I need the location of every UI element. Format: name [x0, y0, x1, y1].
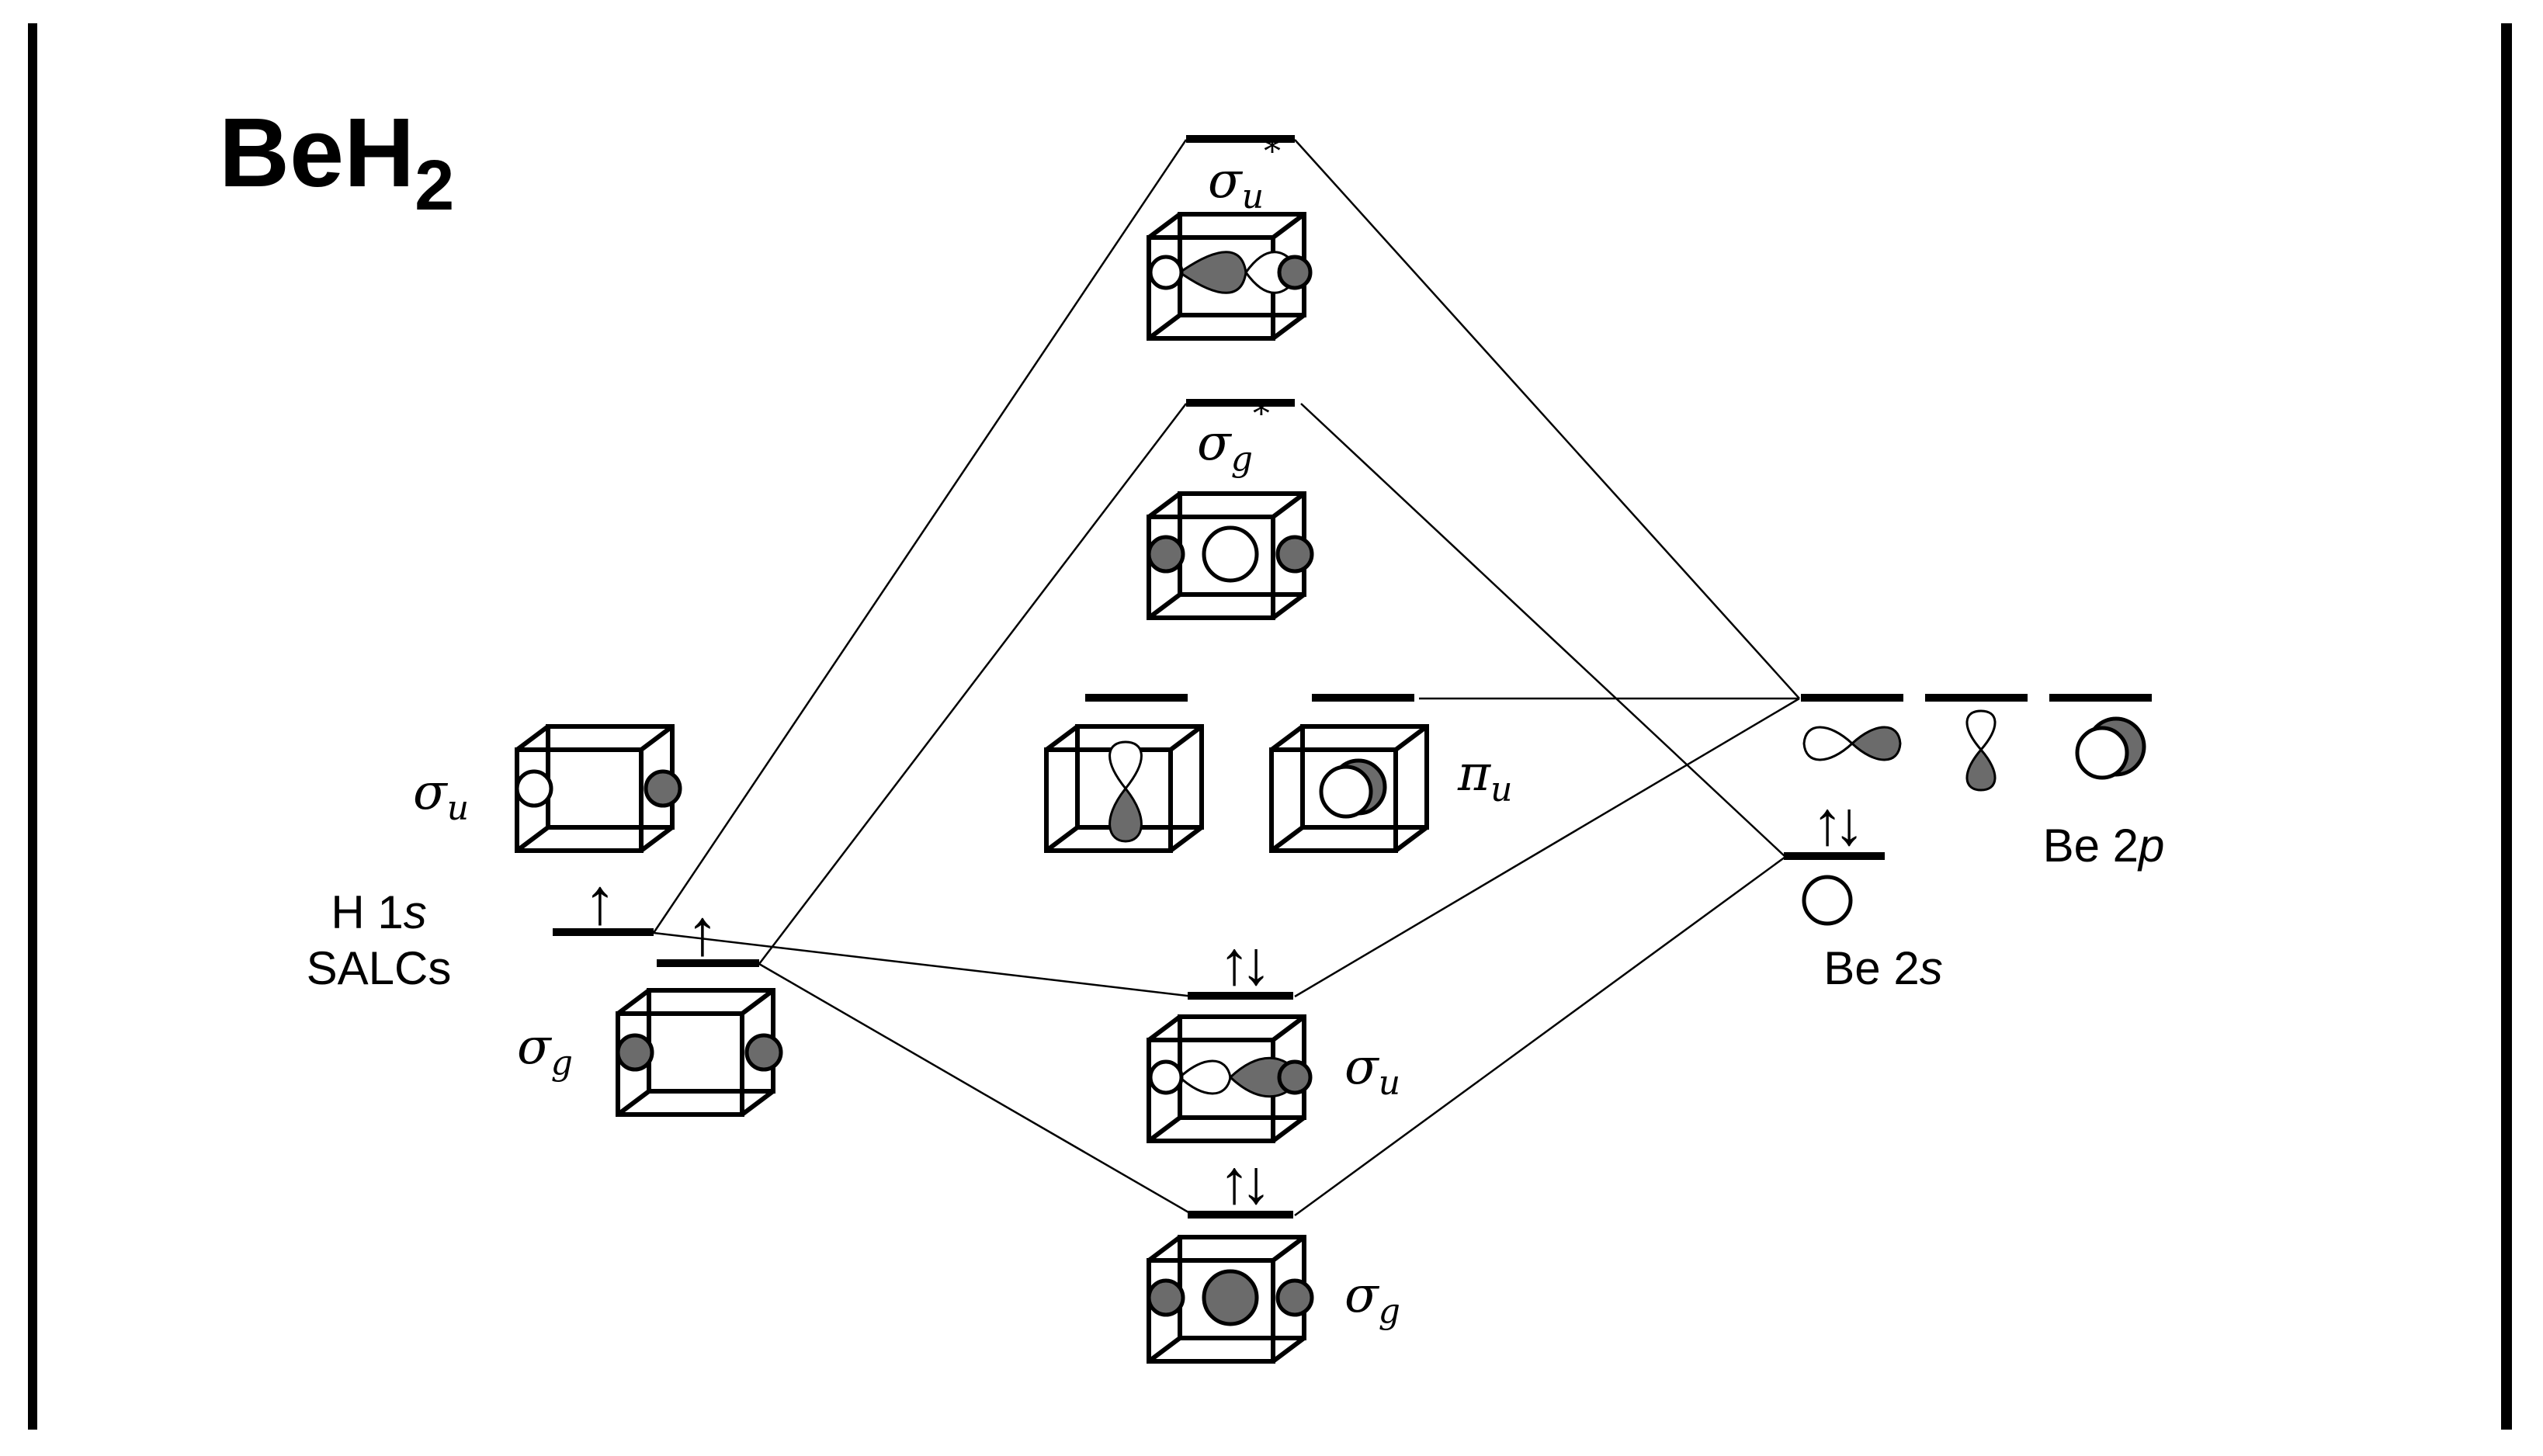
connector-hsu-to-su-star: [652, 139, 1188, 934]
orbital-sigma-u-star: [1149, 214, 1313, 338]
label-be2p: Be 2p: [2043, 820, 2165, 872]
electron-pair-sigma-u: ↑↓: [1219, 928, 1264, 997]
orbital-sigma-g-star: [1149, 494, 1314, 618]
orbital-be-2p-x: [1802, 726, 1902, 761]
label-sigma-u: σu: [1344, 1038, 1400, 1103]
level-sigma-u: [1188, 992, 1293, 1000]
connector-be2p-to-su-star: [1294, 139, 1800, 699]
orbital-h-salc-sigma-g: [618, 990, 783, 1115]
electron-pair-be-2s: ↑↓: [1812, 789, 1857, 858]
connector-be2p-to-su: [1294, 697, 1800, 998]
correlation-lines: [652, 139, 1800, 1217]
orbital-pi-u-a: [1046, 726, 1202, 851]
level-be-2p-a: [1801, 694, 1903, 702]
orbital-h-salc-sigma-u: [517, 726, 682, 851]
level-sigma-u-star: [1186, 135, 1295, 143]
level-sigma-g: [1188, 1211, 1293, 1219]
electron-h-salc-sigma-u: ↑: [584, 865, 616, 938]
orbital-sigma-g: [1149, 1237, 1314, 1361]
left-border: [28, 23, 37, 1430]
connector-be2s-to-sg-star: [1300, 403, 1786, 858]
connector-hsg-to-sg: [758, 962, 1195, 1217]
orbital-be-2s: [1802, 875, 1853, 926]
level-be-2p-c: [2049, 694, 2152, 702]
orbital-be-2p-y: [1965, 709, 1997, 792]
label-h-salc-sigma-g: σg: [517, 1018, 573, 1083]
orbital-be-2p-z: [2075, 716, 2146, 780]
title-subscript: 2: [415, 146, 454, 225]
right-border: [2501, 23, 2512, 1430]
level-be-2p-b: [1925, 694, 2028, 702]
level-pi-u-b: [1312, 694, 1414, 702]
level-pi-u-a: [1085, 694, 1188, 702]
label-h-salc-sigma-u: σu: [413, 764, 469, 828]
orbital-pi-u-b: [1272, 726, 1427, 851]
label-pi-u: πu: [1457, 745, 1512, 809]
label-sigma-g: σg: [1344, 1267, 1400, 1331]
label-h1s-line1: H 1s: [331, 886, 426, 938]
electron-h-salc-sigma-g: ↑: [686, 896, 719, 969]
energy-levels: [553, 135, 2152, 1219]
label-sigma-u-star: σu*: [1208, 132, 1281, 217]
connector-hsg-to-sg-star: [758, 403, 1187, 965]
label-sigma-g-star: σg*: [1197, 394, 1270, 479]
electron-pair-sigma-g: ↑↓: [1219, 1147, 1264, 1216]
connector-hsu-to-su: [653, 931, 1195, 998]
level-sigma-g-star: [1186, 399, 1295, 407]
orbital-sigma-u: [1149, 1017, 1313, 1141]
connector-be2s-to-sg: [1294, 855, 1786, 1217]
level-be-2s: [1784, 852, 1885, 860]
label-h1s-line2: SALCs: [307, 942, 452, 994]
label-be2s: Be 2s: [1823, 942, 1942, 994]
level-h-salc-sigma-u: [553, 928, 654, 936]
diagram-title: BeH2: [219, 98, 454, 225]
level-h-salc-sigma-g: [657, 959, 759, 967]
